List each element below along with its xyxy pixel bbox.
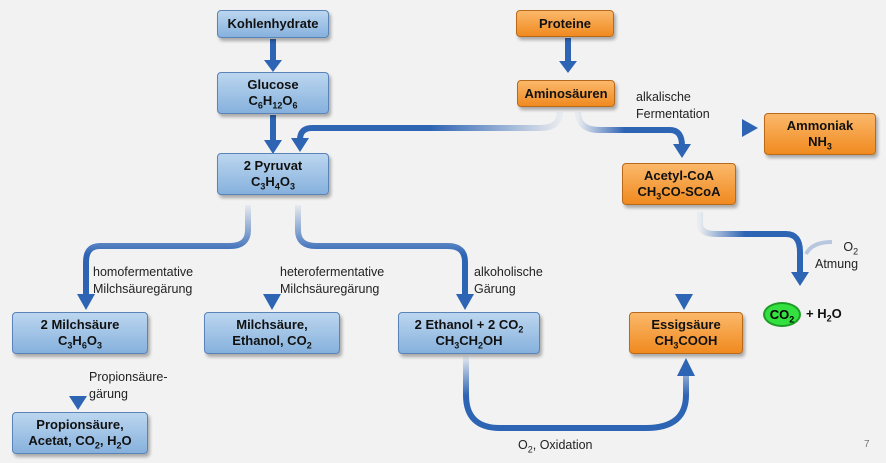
ethanol-line1: 2 Ethanol + 2 CO2 [414,317,524,335]
milchsaeure-name: 2 Milchsäure [40,317,120,332]
box-propionsaeure: Propionsäure, Acetat, CO2, H2O [12,412,148,454]
propionsaeure-line1: Propionsäure, [36,417,124,432]
box-hetero-products: Milchsäure, Ethanol, CO2 [204,312,340,354]
arrow-aminosaeuren-acetylcoa [575,111,685,147]
label-oxidation: O2, Oxidation [518,438,593,455]
arrow-acetylcoa-co2 [697,212,803,274]
label-propionsaeure-gaerung: Propionsäure-gärung [89,370,168,401]
glucose-name: Glucose [247,77,299,92]
kohlenhydrate-label: Kohlenhydrate [227,16,319,31]
box-kohlenhydrate: Kohlenhydrate [217,10,329,38]
h2o-product: + H2O [806,306,842,324]
essigsaeure-name: Essigsäure [651,317,721,332]
box-ethanol: 2 Ethanol + 2 CO2 CH3CH2OH [398,312,540,354]
propionsaeure-line2: Acetat, CO2, H2O [28,433,132,451]
milchsaeure-formula: C3H6O3 [58,333,102,351]
aminosaeuren-label: Aminosäuren [524,85,608,101]
glucose-formula: C6H12O6 [248,93,298,111]
ethanol-line2: CH3CH2OH [435,333,503,351]
proteine-label: Proteine [538,15,591,31]
pyruvat-formula: C3H4O3 [251,174,295,192]
ammoniak-name: Ammoniak [786,118,854,133]
box-essigsaeure: Essigsäure CH3COOH [629,312,743,354]
arrow-pyruvat-milchsaeure [83,205,251,296]
arrow-aminosaeuren-pyruvat [297,111,563,141]
box-proteine: Proteine [516,10,614,37]
box-acetyl-coa: Acetyl-CoA CH3CO-SCoA [622,163,736,205]
box-glucose: Glucose C6H12O6 [217,72,329,114]
box-ammoniak: Ammoniak NH3 [764,113,876,155]
arrow-ethanol-essigsaeure [463,356,689,431]
co2-product: CO2 [763,302,801,327]
hetero-line1: Milchsäure, [236,317,308,332]
acetyl-coa-name: Acetyl-CoA [643,168,715,183]
ammoniak-formula: NH3 [808,134,832,152]
box-pyruvat: 2 Pyruvat C3H4O3 [217,153,329,195]
pyruvat-name: 2 Pyruvat [243,158,303,173]
acetyl-coa-formula: CH3CO-SCoA [637,184,721,202]
page-number: 7 [864,439,870,450]
arrow-pyruvat-ethanol [295,205,468,296]
box-aminosaeuren: Aminosäuren [517,80,615,107]
box-milchsaeure: 2 Milchsäure C3H6O3 [12,312,148,354]
essigsaeure-formula: CH3COOH [654,333,718,351]
hetero-line2: Ethanol, CO2 [232,333,312,351]
